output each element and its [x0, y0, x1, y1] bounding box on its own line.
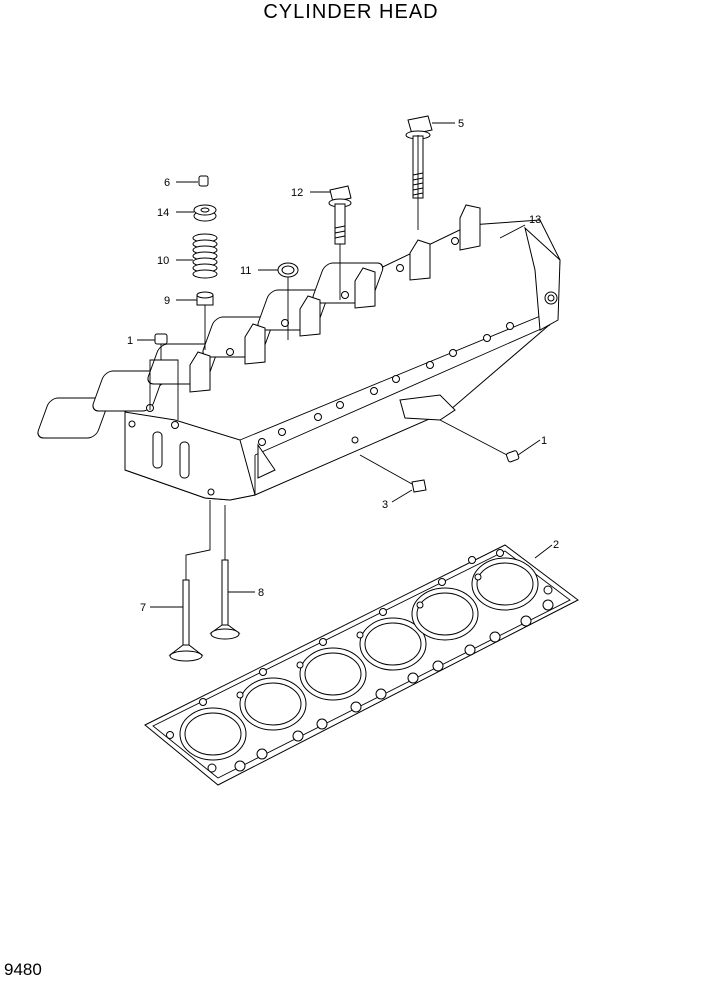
callout-9: 9	[164, 295, 170, 307]
page-title: CYLINDER HEAD	[263, 1, 439, 23]
valve-7	[168, 579, 204, 662]
callout-7: 7	[140, 602, 146, 614]
valve-8	[209, 559, 241, 640]
gasket-holes	[166, 549, 554, 773]
retainer-14	[193, 204, 217, 222]
callout-14: 14	[157, 207, 169, 219]
callout-8: 8	[258, 587, 264, 599]
callout-12: 12	[291, 187, 303, 199]
part-6	[198, 175, 209, 187]
callout-10: 10	[157, 255, 169, 267]
callout-11: 11	[240, 265, 251, 277]
bolt-12	[328, 185, 352, 245]
callout-6: 6	[164, 177, 170, 189]
seal-9	[196, 291, 214, 306]
leader-lines	[137, 122, 553, 608]
callout-1-left: 1	[127, 335, 133, 347]
gasket-bores	[179, 557, 539, 761]
bolt-5	[405, 115, 433, 199]
callout-labels: 5 6 12 13 14 10 11 9 1 1 3 2 7 8	[127, 118, 559, 614]
spring-10	[192, 233, 218, 279]
callout-5: 5	[458, 118, 464, 130]
plug-3	[411, 479, 427, 493]
callout-3: 3	[382, 499, 388, 511]
callout-1-right: 1	[541, 435, 547, 447]
cylinder-head-block	[37, 204, 561, 501]
callout-13: 13	[529, 214, 541, 226]
rocker-bosses	[189, 204, 481, 393]
plug-1-right	[505, 450, 520, 463]
head-gasket	[144, 544, 579, 786]
plug-1-left	[154, 333, 168, 345]
page-code: 9480	[4, 960, 42, 979]
callout-2: 2	[553, 539, 559, 551]
ring-11	[277, 262, 299, 278]
